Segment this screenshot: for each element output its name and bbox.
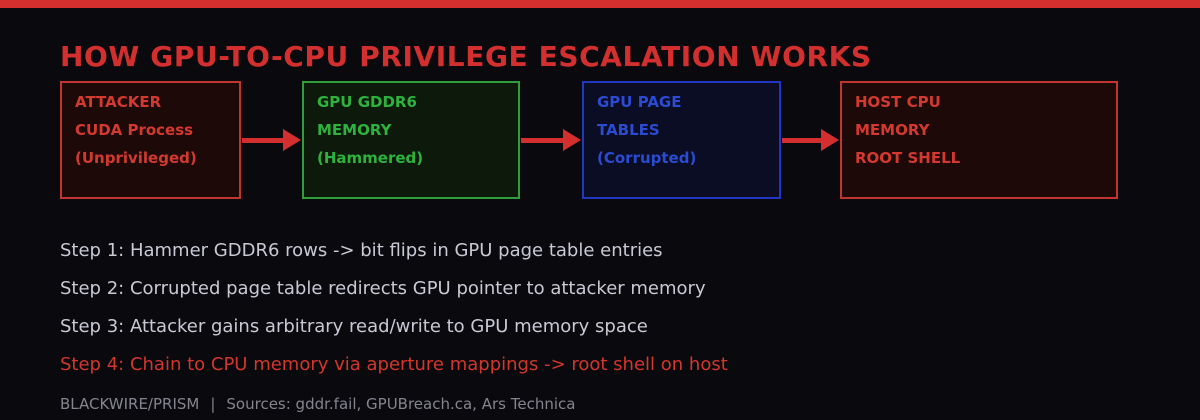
footer-sources: Sources: gddr.fail, GPUBreach.ca, Ars Te…: [226, 395, 576, 413]
flow-box-line: MEMORY: [855, 121, 930, 139]
flow-box-line: ROOT SHELL: [855, 149, 961, 167]
step-3-text: Step 3: Attacker gains arbitrary read/wr…: [60, 316, 648, 337]
arrow-head: [563, 129, 581, 151]
footer-separator: |: [210, 395, 216, 413]
flow-box-host-cpu-memory: HOST CPU MEMORY ROOT SHELL: [840, 81, 1118, 199]
arrow-shaft: [242, 137, 283, 143]
arrow-shaft: [782, 137, 821, 143]
step-4-text: Step 4: Chain to CPU memory via aperture…: [60, 354, 728, 375]
flow-box-line: MEMORY: [317, 121, 392, 139]
flow-box-line: TABLES: [597, 121, 660, 139]
flow-box-line: HOST CPU: [855, 93, 941, 111]
flow-box-gpu-page-tables: GPU PAGE TABLES (Corrupted): [582, 81, 781, 199]
flow-box-line: (Hammered): [317, 149, 424, 167]
flow-arrow-icon: [782, 129, 839, 151]
flow-box-line: ATTACKER: [75, 93, 162, 111]
footer-attribution: BLACKWIRE/PRISM | Sources: gddr.fail, GPUB…: [60, 394, 575, 414]
top-accent-bar: [0, 0, 1200, 8]
flow-box-line: GPU GDDR6: [317, 93, 417, 111]
arrow-shaft: [521, 137, 563, 143]
footer-brand: BLACKWIRE/PRISM: [60, 395, 200, 413]
flow-arrow-icon: [242, 129, 301, 151]
flow-box-gpu-gddr6-memory: GPU GDDR6 MEMORY (Hammered): [302, 81, 520, 199]
arrow-head: [821, 129, 839, 151]
flow-arrow-icon: [521, 129, 581, 151]
flow-box-line: CUDA Process: [75, 121, 194, 139]
page-title: HOW GPU-TO-CPU PRIVILEGE ESCALATION WORK…: [60, 39, 872, 73]
flow-box-line: (Corrupted): [597, 149, 697, 167]
step-1-text: Step 1: Hammer GDDR6 rows -> bit flips i…: [60, 240, 663, 261]
flow-box-attacker-cuda-process: ATTACKER CUDA Process (Unprivileged): [60, 81, 241, 199]
flow-box-line: (Unprivileged): [75, 149, 197, 167]
step-2-text: Step 2: Corrupted page table redirects G…: [60, 278, 706, 299]
flow-box-line: GPU PAGE: [597, 93, 682, 111]
arrow-head: [283, 129, 301, 151]
